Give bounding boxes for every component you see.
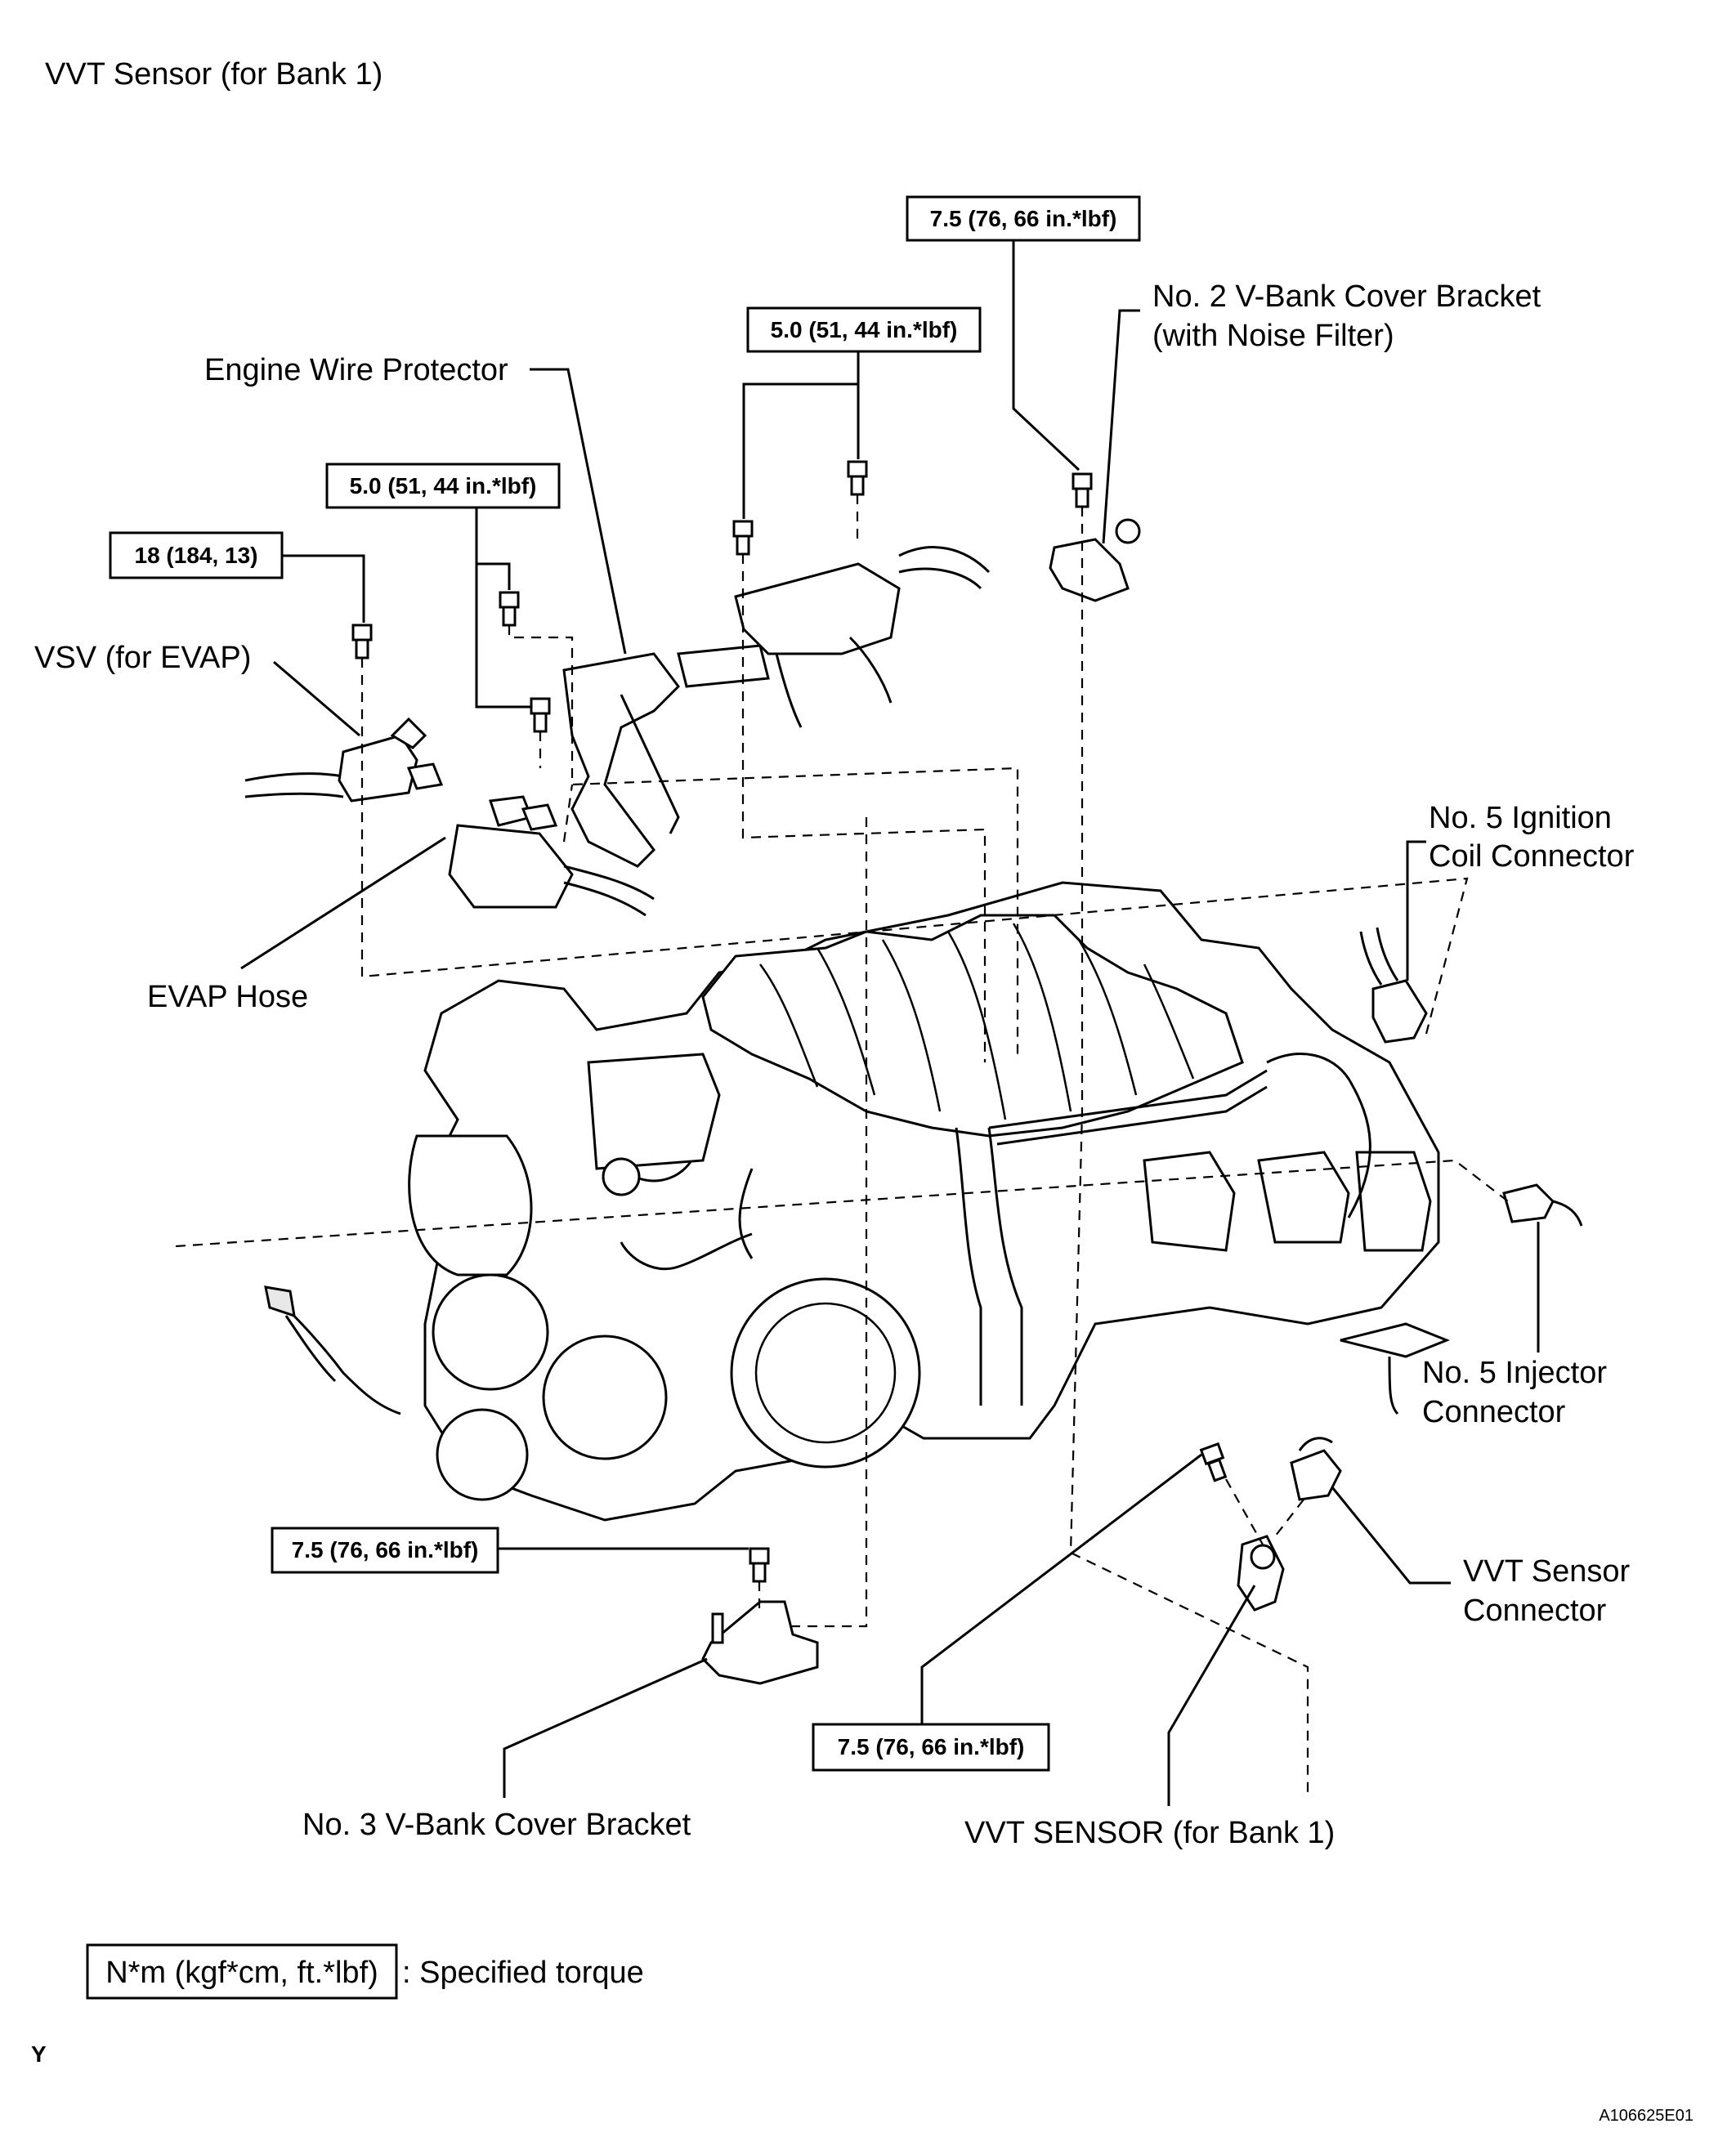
page-title: VVT Sensor (for Bank 1)	[45, 57, 383, 92]
label-vvt-sensor: VVT SENSOR (for Bank 1)	[964, 1585, 1335, 1850]
torque-legend: N*m (kgf*cm, ft.*lbf) : Specified torque	[86, 1943, 644, 2000]
engine-wire-protector	[562, 546, 991, 868]
torque-box-vsv-bolt: 18 (184, 13)	[109, 531, 365, 623]
ignition-coil-connector-part	[1359, 927, 1428, 1044]
torque-value-top-center: 5.0 (51, 44 in.*lbf)	[771, 317, 958, 342]
injector-connector-part	[1502, 1183, 1583, 1227]
label-engine-wire-protector: Engine Wire Protector	[204, 353, 627, 655]
no2-bracket-label-line1: No. 2 V-Bank Cover Bracket	[1152, 279, 1541, 314]
torque-value-center: 5.0 (51, 44 in.*lbf)	[350, 473, 537, 499]
label-injector-connector: No. 5 Injector Connector	[1422, 1222, 1607, 1429]
vsv-evap-assembly	[244, 717, 655, 917]
ignition-coil-label-line1: No. 5 Ignition	[1429, 801, 1612, 835]
injector-label-line2: Connector	[1422, 1395, 1566, 1429]
vvt-sensor-part	[1237, 1535, 1285, 1612]
label-vsv: VSV (for EVAP)	[34, 641, 360, 737]
legend-unit: N*m (kgf*cm, ft.*lbf)	[105, 1956, 378, 1990]
no3-bracket-label: No. 3 V-Bank Cover Bracket	[302, 1808, 691, 1842]
torque-value-lower-bracket: 7.5 (76, 66 in.*lbf)	[292, 1537, 479, 1563]
vsv-label: VSV (for EVAP)	[34, 641, 251, 675]
label-no2-v-bank-cover-bracket: No. 2 V-Bank Cover Bracket (with Noise F…	[1102, 279, 1541, 544]
torque-value-top-right: 7.5 (76, 66 in.*lbf)	[930, 206, 1117, 231]
engine-illustration	[264, 881, 1451, 1522]
vvt-sensor-connector-part	[1290, 1437, 1342, 1501]
no2-bracket-label-line2: (with Noise Filter)	[1152, 319, 1394, 353]
figure-code: A106625E01	[1599, 2107, 1693, 2125]
torque-box-lower-bracket: 7.5 (76, 66 in.*lbf)	[271, 1527, 749, 1574]
legend-text: : Specified torque	[402, 1956, 644, 1990]
label-evap-hose: EVAP Hose	[147, 836, 446, 1014]
alignment-lines	[175, 494, 1509, 1798]
torque-box-top-right: 7.5 (76, 66 in.*lbf)	[906, 195, 1141, 472]
vvt-connector-label-line1: VVT Sensor	[1463, 1554, 1631, 1589]
torque-value-sensor-bolt: 7.5 (76, 66 in.*lbf)	[838, 1734, 1025, 1759]
vvt-sensor-label: VVT SENSOR (for Bank 1)	[964, 1816, 1335, 1850]
vvt-connector-label-line2: Connector	[1463, 1594, 1607, 1628]
label-vvt-sensor-connector: VVT Sensor Connector	[1331, 1487, 1631, 1628]
torque-box-top-center: 5.0 (51, 44 in.*lbf)	[742, 306, 982, 519]
torque-box-sensor-bolt: 7.5 (76, 66 in.*lbf)	[812, 1453, 1202, 1772]
torque-box-center: 5.0 (51, 44 in.*lbf)	[325, 463, 561, 709]
footer-mark: Y	[31, 2041, 47, 2067]
injector-label-line1: No. 5 Injector	[1422, 1356, 1607, 1390]
torque-value-vsv-bolt: 18 (184, 13)	[135, 543, 258, 568]
engine-wire-protector-label: Engine Wire Protector	[204, 353, 508, 387]
label-ignition-coil-connector: No. 5 Ignition Coil Connector	[1406, 801, 1635, 981]
evap-hose-label: EVAP Hose	[147, 980, 308, 1014]
no2-v-bank-cover-bracket-part	[1049, 518, 1141, 602]
no3-v-bank-cover-bracket-part	[701, 1600, 819, 1685]
label-no3-v-bank-cover-bracket: No. 3 V-Bank Cover Bracket	[302, 1657, 708, 1842]
fasteners	[351, 460, 1228, 1583]
ignition-coil-label-line2: Coil Connector	[1429, 839, 1635, 874]
